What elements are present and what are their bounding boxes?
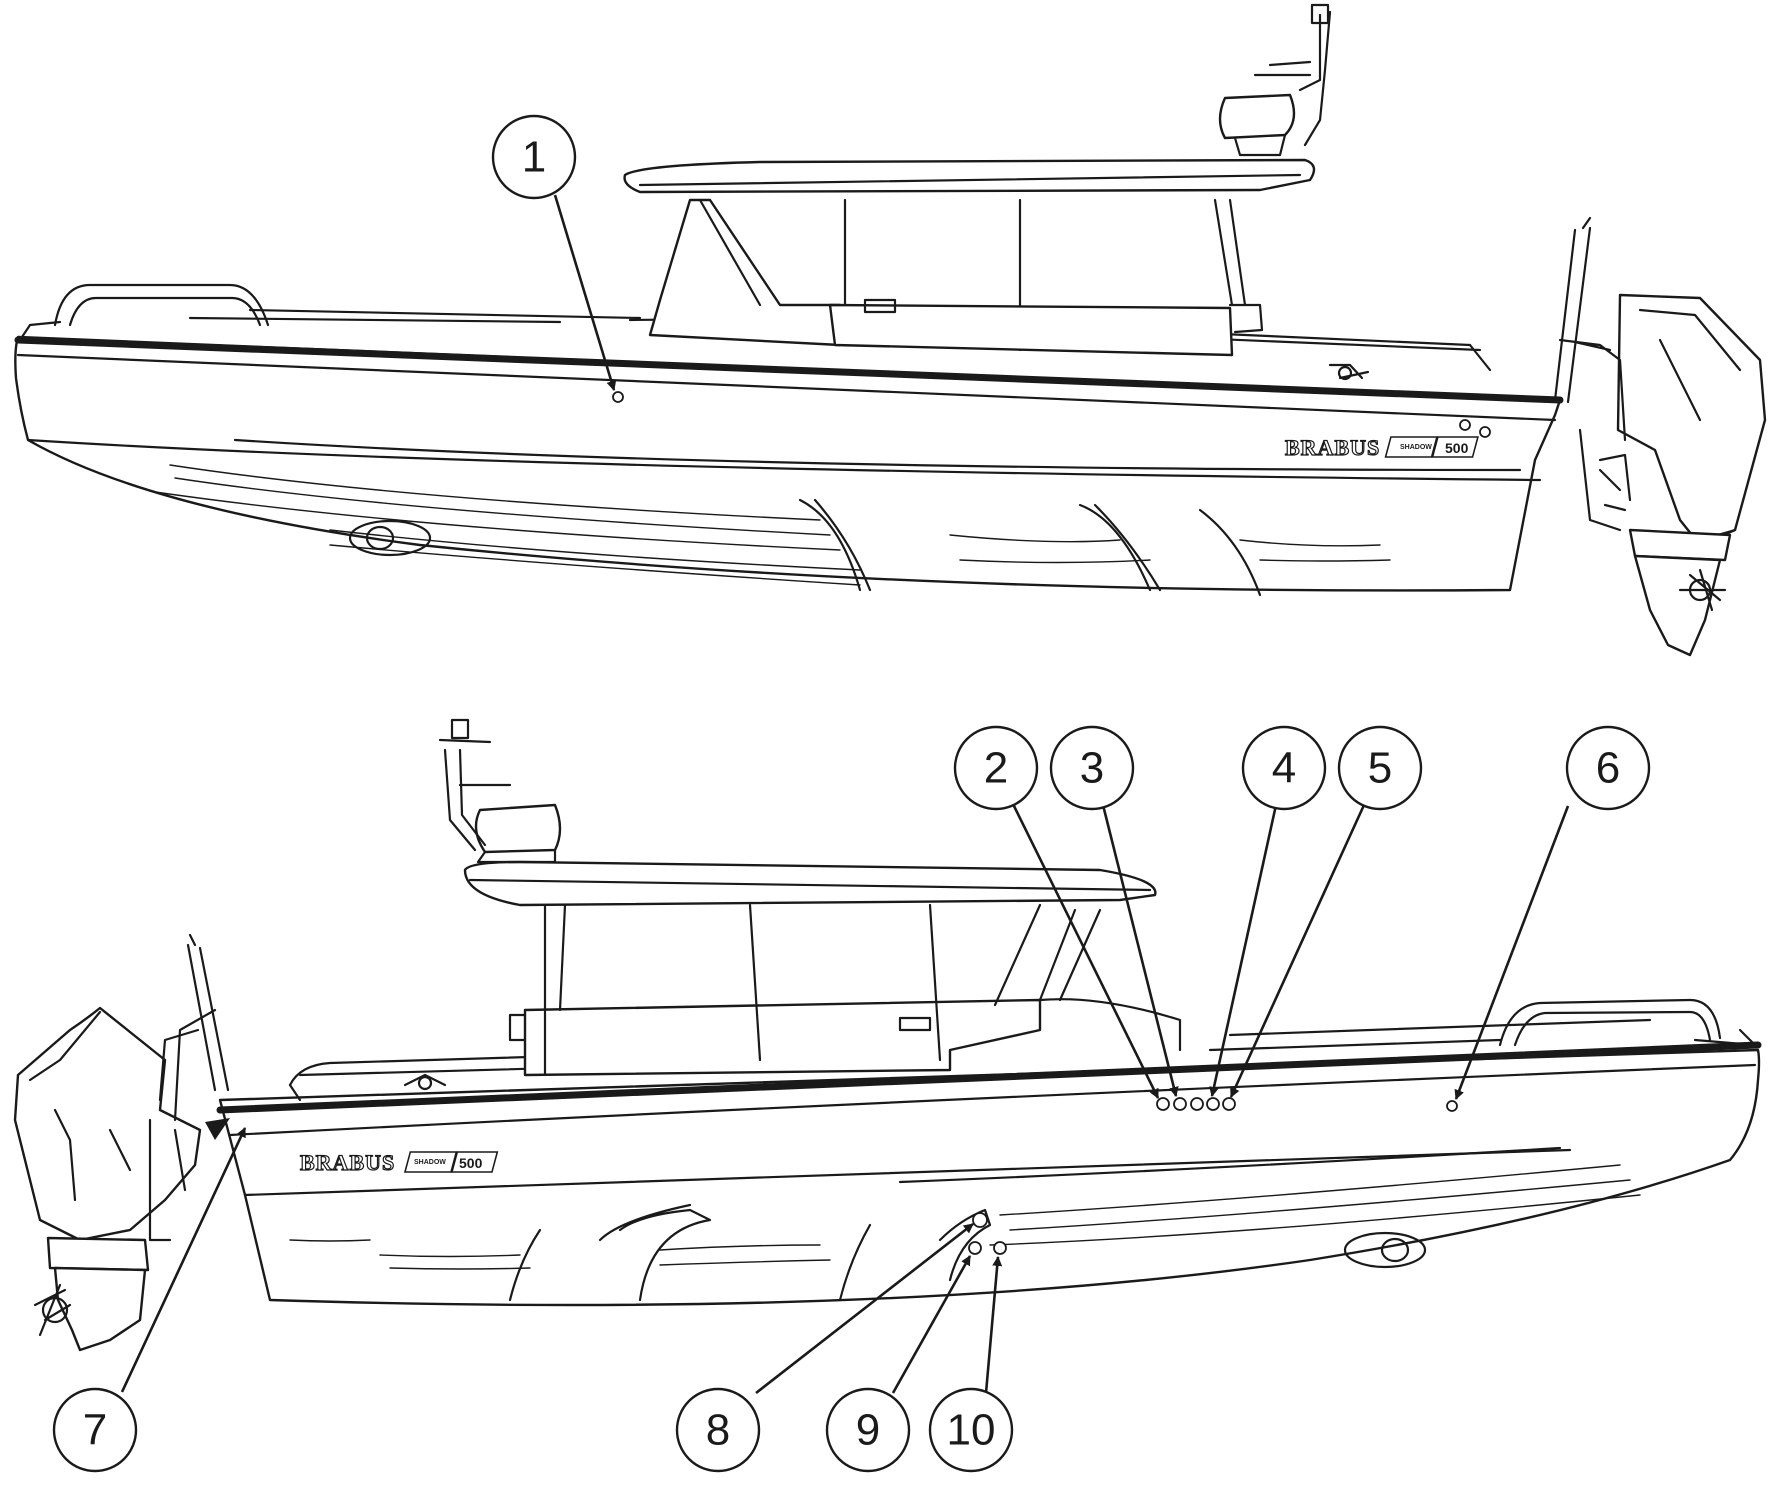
brand-badge-bottom: BRABUS SHADOW 500 bbox=[299, 1149, 499, 1176]
leader-7 bbox=[120, 1127, 247, 1393]
leader-8 bbox=[755, 1222, 974, 1395]
svg-text:500: 500 bbox=[1445, 440, 1469, 456]
callout-6: 6 bbox=[1565, 725, 1651, 811]
svg-text:500: 500 bbox=[459, 1155, 483, 1171]
svg-text:5: 5 bbox=[1368, 744, 1392, 793]
svg-text:1: 1 bbox=[522, 133, 546, 182]
leader-4 bbox=[1209, 804, 1278, 1097]
leader-lines bbox=[120, 194, 1570, 1395]
leader-3 bbox=[1101, 804, 1179, 1097]
leader-5 bbox=[1229, 804, 1366, 1098]
outboard-engine-top bbox=[1578, 293, 1767, 657]
outboard-engine-bottom bbox=[13, 1006, 202, 1352]
brand-name-bottom: BRABUS bbox=[300, 1150, 395, 1175]
point-6 bbox=[1446, 1100, 1458, 1112]
rub-rail-bottom bbox=[216, 1041, 1762, 1114]
svg-text:7: 7 bbox=[83, 1406, 107, 1455]
callouts: 1 2 3 4 5 6 7 8 bbox=[52, 114, 1651, 1473]
rub-rail-top bbox=[14, 336, 1564, 404]
radar-dome-top bbox=[1218, 93, 1296, 140]
svg-text:6: 6 bbox=[1596, 744, 1620, 793]
callout-5: 5 bbox=[1337, 725, 1423, 811]
leader-2 bbox=[1011, 803, 1160, 1099]
svg-text:10: 10 bbox=[947, 1406, 996, 1455]
callout-7: 7 bbox=[52, 1387, 138, 1473]
callout-2: 2 bbox=[953, 725, 1039, 811]
roof-bottom bbox=[463, 860, 1157, 907]
callout-3: 3 bbox=[1049, 725, 1135, 811]
svg-text:SHADOW: SHADOW bbox=[414, 1159, 446, 1166]
svg-text:3: 3 bbox=[1080, 744, 1104, 793]
boat-starboard-view: BRABUS SHADOW 500 bbox=[14, 3, 1767, 657]
point-9 bbox=[968, 1241, 982, 1255]
point-5 bbox=[1222, 1097, 1236, 1111]
point-8 bbox=[972, 1212, 988, 1228]
brand-name-top: BRABUS bbox=[1285, 435, 1380, 460]
porthole-top bbox=[348, 519, 432, 557]
hull-top bbox=[14, 335, 1562, 592]
point-2 bbox=[1156, 1097, 1170, 1111]
transom-mast-bottom bbox=[186, 933, 230, 1092]
roof-top bbox=[623, 158, 1316, 194]
svg-text:9: 9 bbox=[856, 1406, 880, 1455]
callout-9: 9 bbox=[825, 1387, 911, 1473]
radar-dome-bottom bbox=[474, 803, 562, 854]
point-10 bbox=[993, 1241, 1007, 1255]
boat-port-view: BRABUS SHADOW 500 bbox=[13, 718, 1762, 1352]
leader-1 bbox=[553, 194, 617, 391]
callout-8: 8 bbox=[675, 1387, 761, 1473]
point-3 bbox=[1173, 1097, 1187, 1111]
point-3b bbox=[1190, 1097, 1204, 1111]
leader-9 bbox=[891, 1255, 972, 1394]
cabin-top bbox=[648, 198, 842, 347]
transom-mast-top bbox=[1553, 216, 1592, 404]
point-4 bbox=[1206, 1097, 1220, 1111]
callout-1: 1 bbox=[491, 114, 577, 200]
cabin-bottom bbox=[523, 998, 1042, 1077]
svg-text:SHADOW: SHADOW bbox=[1400, 444, 1432, 451]
leader-10 bbox=[984, 1256, 1003, 1394]
leader-6 bbox=[1454, 805, 1570, 1100]
svg-text:2: 2 bbox=[984, 744, 1008, 793]
porthole-bottom bbox=[1343, 1231, 1427, 1269]
callout-10: 10 bbox=[928, 1387, 1014, 1473]
svg-text:4: 4 bbox=[1272, 744, 1296, 793]
callout-4: 4 bbox=[1241, 725, 1327, 811]
brand-badge-top: BRABUS SHADOW 500 bbox=[1284, 434, 1479, 461]
svg-text:8: 8 bbox=[706, 1406, 730, 1455]
point-1 bbox=[612, 391, 624, 403]
